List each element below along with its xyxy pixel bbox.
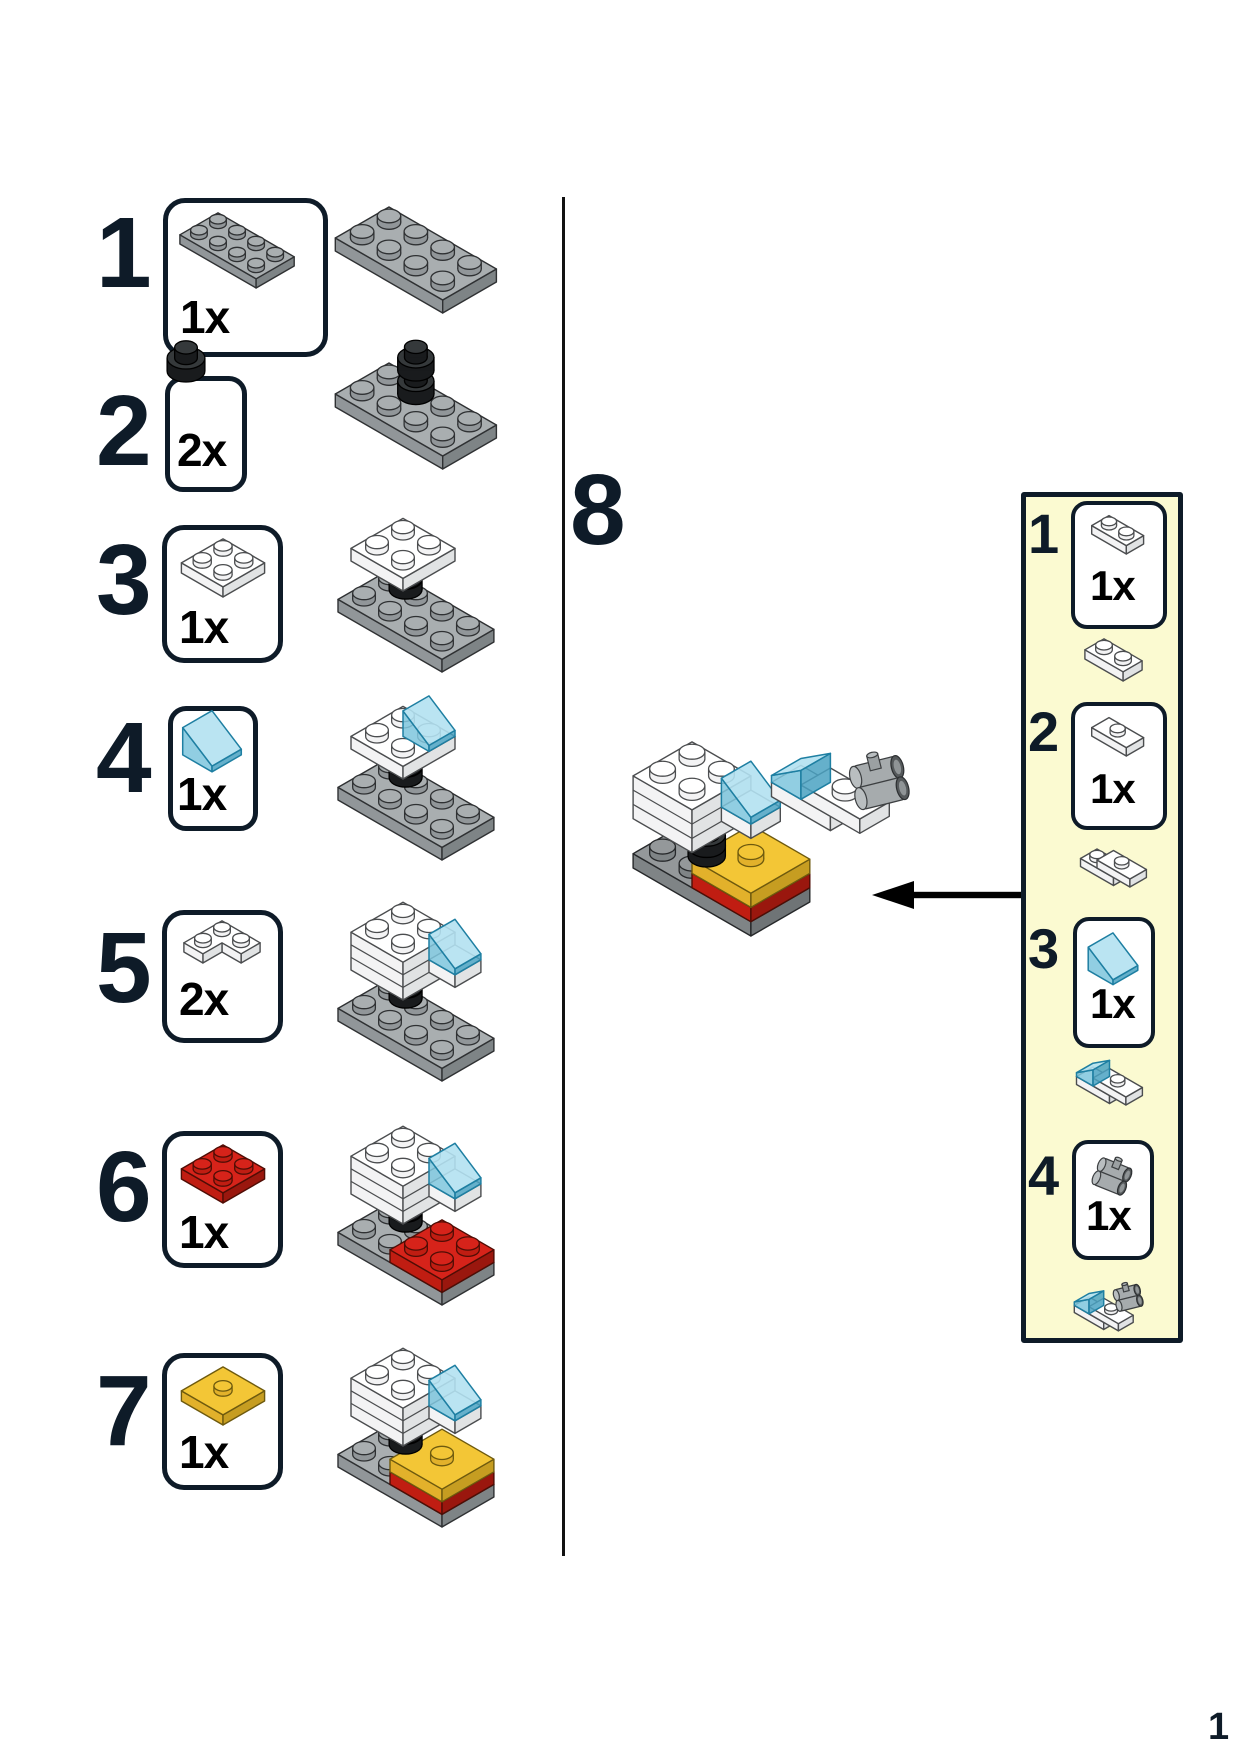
quantity-label: 1x bbox=[180, 291, 230, 343]
part-slope-45-trans-blue-icon bbox=[181, 709, 243, 773]
quantity-label: 2x bbox=[179, 973, 229, 1025]
preview-plate-1x2-white bbox=[1084, 638, 1143, 682]
step-number: 8 bbox=[570, 454, 626, 566]
assembly-step-3 bbox=[337, 517, 495, 673]
assembly-step-6 bbox=[337, 1125, 495, 1306]
page-number: 1 bbox=[1208, 1706, 1230, 1748]
part-corner-plate-2x2-white-icon bbox=[183, 920, 261, 964]
parts-box bbox=[165, 376, 247, 492]
step-number: 5 bbox=[96, 912, 152, 1024]
step-number: 1 bbox=[96, 197, 152, 309]
assembly-step-1 bbox=[334, 206, 498, 314]
assembly-step-5 bbox=[337, 901, 495, 1082]
quantity-label: 1x bbox=[1090, 562, 1136, 609]
substep-number: 4 bbox=[1028, 1144, 1060, 1207]
callout-arrow bbox=[872, 881, 1024, 909]
quantity-label: 1x bbox=[1090, 765, 1136, 812]
quantity-label: 1x bbox=[179, 601, 229, 653]
quantity-label: 2x bbox=[177, 424, 227, 476]
column-divider bbox=[562, 197, 565, 1556]
substep-number: 3 bbox=[1028, 917, 1060, 980]
part-plate-2x4-gray-icon bbox=[179, 212, 295, 289]
step-number: 3 bbox=[96, 524, 152, 636]
quantity-label: 1x bbox=[179, 1206, 229, 1258]
part-jumper-plate-2x2-yellow-icon bbox=[180, 1366, 266, 1426]
part-jumper-plate-1x2-white-icon bbox=[1091, 716, 1145, 757]
substep-number: 2 bbox=[1028, 700, 1060, 763]
part-plate-2x2-white-icon bbox=[180, 538, 266, 598]
part-slope-45-trans-blue-icon bbox=[1087, 932, 1139, 986]
part-plate-1x2-white-icon bbox=[1091, 514, 1145, 555]
part-plate-2x2-red-icon bbox=[180, 1144, 266, 1204]
preview-stepped-white-plates bbox=[1079, 848, 1148, 888]
substep-parts-box bbox=[1072, 1140, 1154, 1260]
part-binoculars-gray-icon bbox=[1091, 1156, 1133, 1196]
step-number: 4 bbox=[96, 702, 152, 814]
preview-subassembly-complete bbox=[1073, 1281, 1144, 1332]
substep-number: 1 bbox=[1028, 502, 1060, 565]
quantity-label: 1x bbox=[1090, 980, 1136, 1027]
step-number: 7 bbox=[96, 1355, 152, 1467]
assembly-step-2 bbox=[334, 339, 498, 470]
assembly-step-8-final-model bbox=[632, 741, 910, 937]
assembly-step-4 bbox=[337, 695, 495, 861]
step-number: 6 bbox=[96, 1131, 152, 1243]
part-round-plate-1x1-black-icon bbox=[166, 340, 206, 383]
quantity-label: 1x bbox=[1086, 1192, 1132, 1239]
step-number: 2 bbox=[96, 375, 152, 487]
quantity-label: 1x bbox=[177, 768, 227, 820]
quantity-label: 1x bbox=[179, 1426, 229, 1478]
preview-slope-on-white-plates bbox=[1075, 1059, 1144, 1106]
assembly-step-7 bbox=[337, 1347, 495, 1528]
